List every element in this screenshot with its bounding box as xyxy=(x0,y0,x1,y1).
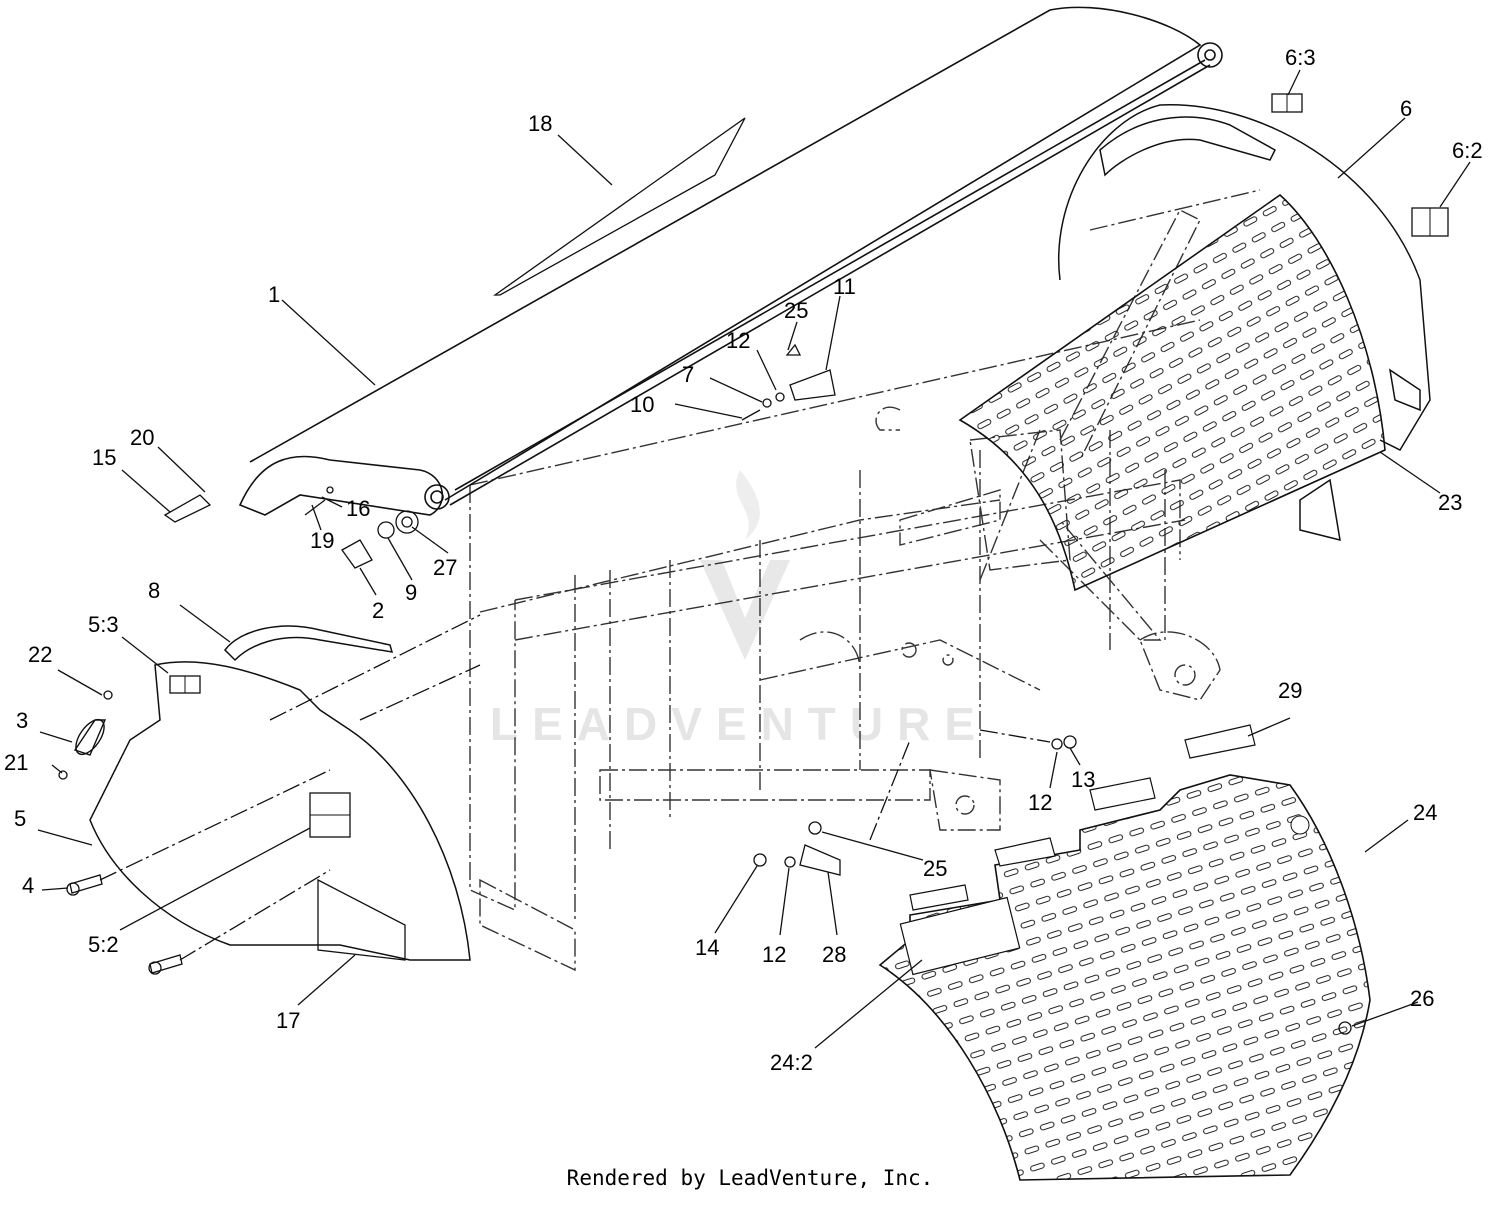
callout-4: 4 xyxy=(22,873,34,898)
callout-8: 8 xyxy=(148,578,160,603)
callout-11: 11 xyxy=(833,274,856,299)
callout-14: 14 xyxy=(695,935,719,960)
top-cover-panel xyxy=(238,6,1223,516)
callout-6-3: 6:3 xyxy=(1285,45,1316,70)
callout-6: 6 xyxy=(1400,96,1412,121)
callout-5-2: 5:2 xyxy=(88,932,119,957)
callout-24-2: 24:2 xyxy=(770,1050,813,1075)
latch-part-3 xyxy=(73,718,107,756)
callout-7: 7 xyxy=(682,362,694,387)
callout-6-2: 6:2 xyxy=(1452,138,1483,163)
callout-12-top: 12 xyxy=(726,328,750,353)
callout-3: 3 xyxy=(16,708,28,733)
callout-24: 24 xyxy=(1413,800,1437,825)
callout-25-top: 25 xyxy=(784,298,808,323)
callout-labels: 18 6:3 6 6:2 1 25 11 12 7 10 20 15 16 19… xyxy=(4,45,1483,1075)
leader-lines xyxy=(37,69,1471,1049)
callout-22: 22 xyxy=(28,642,52,667)
hardware xyxy=(58,343,1352,1035)
callout-20: 20 xyxy=(130,425,154,450)
footer-credit: Rendered by LeadVenture, Inc. xyxy=(566,1166,934,1190)
callout-2: 2 xyxy=(372,598,384,623)
callout-5-3: 5:3 xyxy=(88,612,119,637)
callout-5: 5 xyxy=(14,806,26,831)
rear-perforated-guard xyxy=(958,193,1386,592)
right-end-panel xyxy=(1058,104,1431,542)
callout-9: 9 xyxy=(405,580,417,605)
callout-1: 1 xyxy=(268,282,280,307)
callout-23: 23 xyxy=(1438,490,1462,515)
callout-29: 29 xyxy=(1278,678,1302,703)
callout-18: 18 xyxy=(528,111,552,136)
decal-strips-29 xyxy=(909,724,1256,911)
callout-28: 28 xyxy=(822,942,846,967)
callout-12-bottom: 12 xyxy=(762,942,786,967)
front-perforated-guard xyxy=(878,774,1371,1181)
callout-12-right: 12 xyxy=(1028,790,1052,815)
callout-17: 17 xyxy=(276,1008,300,1033)
watermark: LEADVENTURE xyxy=(490,470,989,750)
callout-16: 16 xyxy=(346,496,370,521)
decal-18 xyxy=(492,117,746,296)
left-end-panel xyxy=(89,625,471,961)
callout-15: 15 xyxy=(92,445,116,470)
callout-13: 13 xyxy=(1071,767,1095,792)
callout-10: 10 xyxy=(630,392,654,417)
callout-27: 27 xyxy=(433,555,457,580)
decal-17 xyxy=(317,878,406,961)
callout-21: 21 xyxy=(4,750,28,775)
callout-19: 19 xyxy=(310,528,334,553)
callout-26: 26 xyxy=(1410,986,1434,1011)
callout-25-bottom: 25 xyxy=(923,856,947,881)
watermark-brand: LEADVENTURE xyxy=(490,698,989,750)
